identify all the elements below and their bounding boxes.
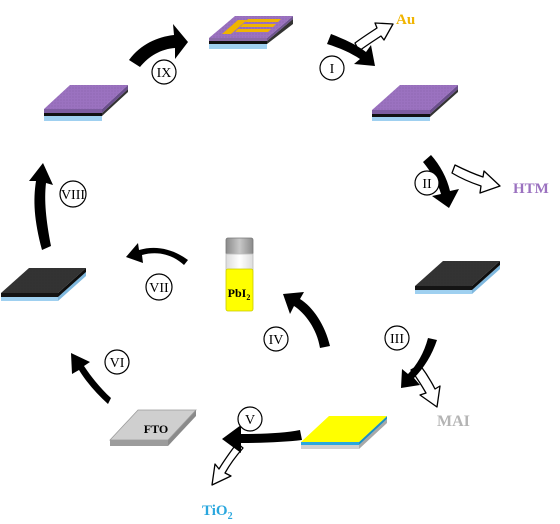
htm-deposition-arrow [451, 164, 501, 194]
svg-text:VIII: VIII [61, 188, 85, 203]
step-arrow-iv [283, 292, 330, 348]
step-arrow-vii [126, 243, 188, 265]
gold-electrode-device [209, 16, 293, 49]
au-label: Au [396, 12, 415, 28]
step-badge-vii: VII [145, 273, 173, 301]
svg-text:II: II [422, 177, 432, 192]
gold-contact-bar-2 [240, 24, 276, 27]
tio2-label: TiO2 [202, 503, 233, 522]
step-badge-iii: III [384, 325, 410, 351]
pbi2-label: PbI2 [228, 286, 251, 302]
step-badge-i: I [319, 55, 345, 81]
purple-htm-stack-right [372, 85, 458, 121]
tio2-deposition-arrow [211, 442, 244, 486]
pbi2-vial: PbI2 [225, 237, 254, 312]
step-badge-iv: IV [263, 326, 289, 352]
mai-deposition-arrow [410, 364, 441, 408]
fto-label: FTO [144, 422, 168, 436]
step-badge-ix: IX [151, 59, 177, 85]
svg-text:VI: VI [110, 356, 125, 371]
gold-contact-bar-3 [245, 19, 281, 22]
svg-text:V: V [245, 413, 255, 428]
step-arrow-ix [129, 24, 188, 67]
svg-text:I: I [330, 62, 335, 77]
step-badge-vi: VI [104, 349, 130, 375]
step-arrow-iii [401, 338, 437, 388]
step-badge-ii: II [414, 170, 440, 196]
svg-text:III: III [390, 332, 404, 347]
gold-contact-pad-left [222, 20, 247, 34]
gold-contact-bar-1 [235, 29, 271, 32]
step-arrow-ii [423, 155, 459, 208]
step-arrow-viii [29, 163, 53, 250]
step-arrow-v [222, 425, 302, 453]
purple-htm-stack-left [44, 85, 128, 121]
au-deposition-arrow [354, 22, 394, 52]
svg-text:IV: IV [269, 333, 284, 348]
dark-perovskite-stack-right [415, 261, 500, 294]
step-badge-v: V [237, 406, 263, 432]
step-badge-viii: VIII [59, 180, 87, 208]
yellow-pbi2-stack [301, 416, 387, 449]
fto-glass-substrate: FTO [109, 409, 197, 446]
svg-text:IX: IX [157, 66, 172, 81]
step-arrow-vi [71, 353, 111, 404]
svg-text:VII: VII [149, 281, 169, 296]
step-arrow-i [327, 34, 375, 66]
htm-label: HTM [513, 181, 549, 197]
mai-label: MAI [437, 413, 470, 430]
dark-perovskite-stack-left [1, 268, 86, 301]
